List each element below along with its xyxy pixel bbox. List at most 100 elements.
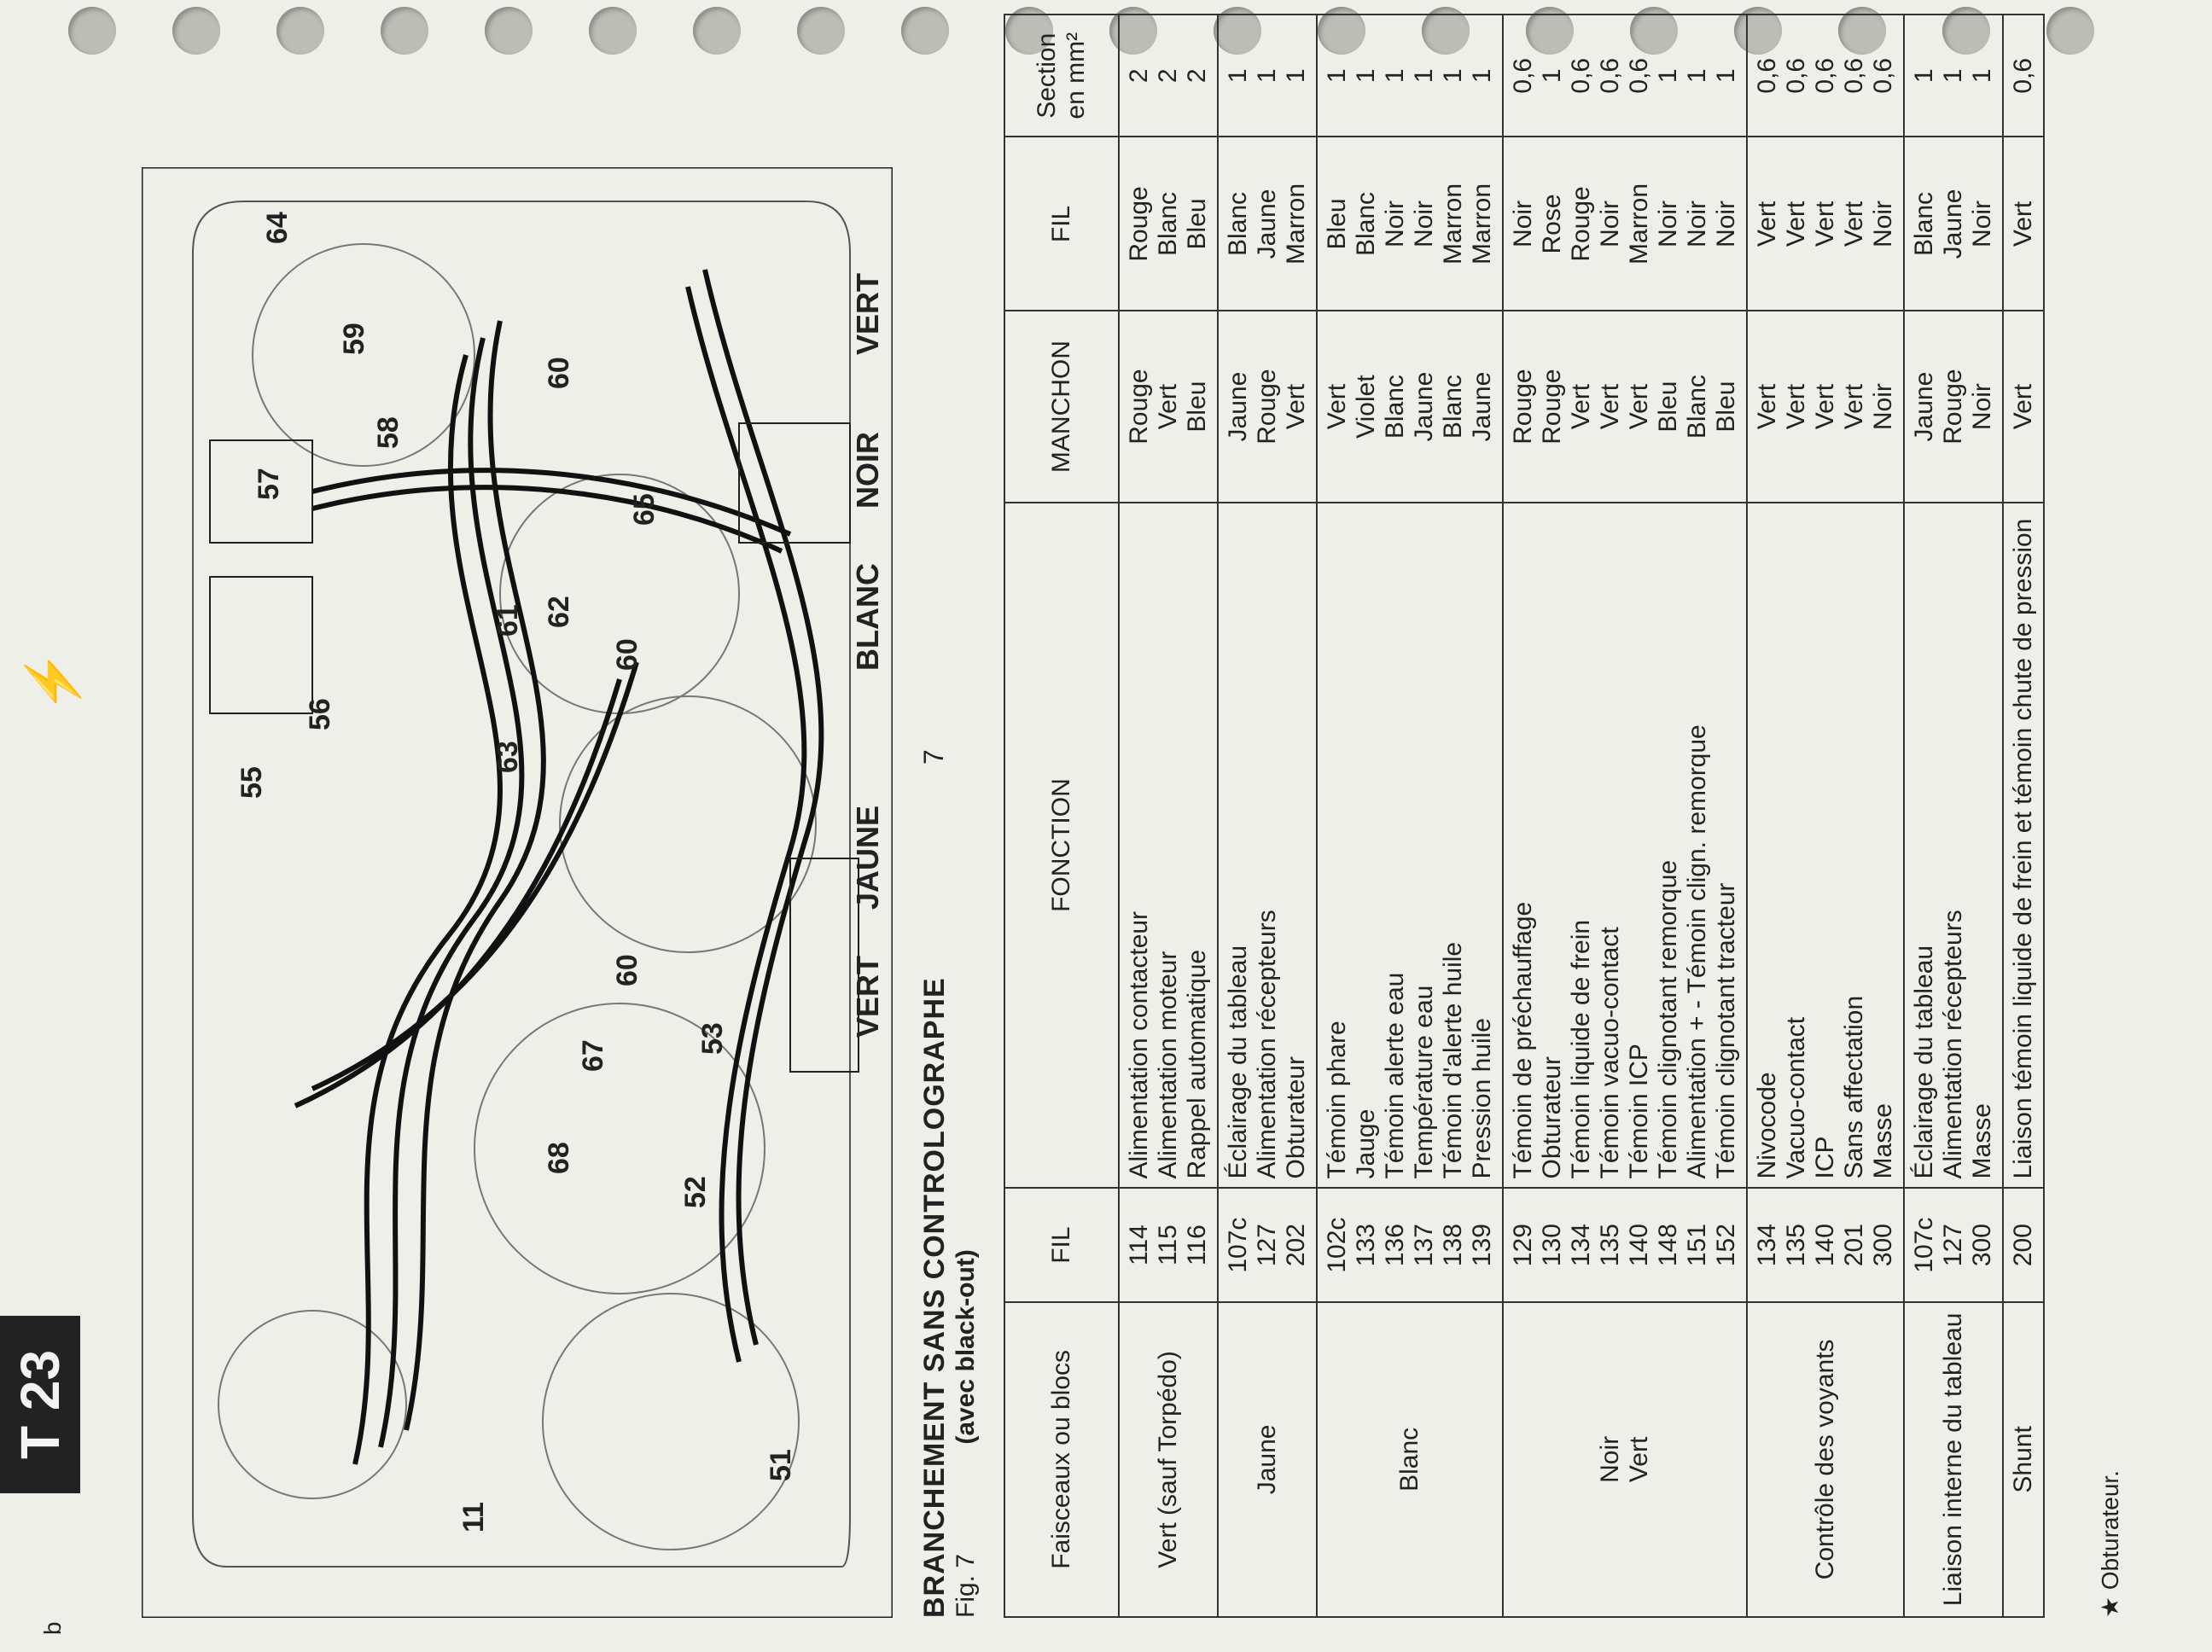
wire-color-cell-line: Bleu — [1323, 198, 1351, 250]
component-number: 52 — [679, 1176, 712, 1208]
wire-cell-line: 129 — [1509, 1224, 1537, 1267]
wire-cell-line: 152 — [1712, 1224, 1740, 1267]
wire-cell-line: 136 — [1381, 1224, 1409, 1267]
wire-cell-line: 107c — [1224, 1217, 1252, 1273]
function-cell-line: Sans affectation — [1840, 995, 1868, 1179]
wire-color-cell-line: Marron — [1468, 183, 1496, 265]
function-cell-line: Témoin vacuo-contact — [1596, 927, 1624, 1179]
function-cell-line: Liaison témoin liquide de frein et témoi… — [2009, 518, 2037, 1179]
col-header-function: FONCTION — [1004, 502, 1119, 1189]
function-cell-line: Obturateur — [1538, 1056, 1566, 1179]
wire-color-cell-line: Jaune — [1939, 189, 1967, 259]
function-cell-line: Obturateur — [1282, 1056, 1310, 1179]
section-cell-line: 1 — [1323, 68, 1351, 84]
component-number: 51 — [765, 1449, 797, 1481]
bundle-cell-line: Vert (sauf Torpédo) — [1154, 1351, 1182, 1568]
wire-color-cell: Vert — [2003, 137, 2044, 311]
binder-hole — [589, 7, 637, 55]
function-cell-line: Masse — [1869, 1103, 1897, 1179]
wiring-diagram — [142, 167, 893, 1618]
section-cell-line: 1 — [1654, 68, 1682, 84]
page-number: 7 — [918, 749, 949, 765]
binder-hole — [172, 7, 220, 55]
section-cell-line: 1 — [1282, 68, 1310, 84]
bundle-cell-line: Liaison interne du tableau — [1939, 1312, 1967, 1607]
wire-color-cell-line: Noir — [1712, 200, 1740, 247]
sleeve-cell-line: Vert — [2009, 383, 2037, 430]
page-content: b ⚡ — [14, 0, 2198, 1652]
bundle-cell: Shunt — [2003, 1301, 2044, 1617]
col-header-wire: FIL — [1004, 1188, 1119, 1302]
wire-cell-line: 300 — [1869, 1224, 1897, 1267]
function-cell-line: Témoin de préchauffage — [1509, 901, 1537, 1179]
binder-hole — [1005, 7, 1053, 55]
binder-hole — [381, 7, 428, 55]
sleeve-cell-line: Blanc — [1439, 375, 1467, 439]
wire-color-cell-line: Blanc — [1154, 191, 1182, 256]
wire-cell-line: 133 — [1352, 1224, 1380, 1267]
component-number: 62 — [543, 596, 575, 628]
margin-letter: b — [39, 1621, 66, 1635]
function-cell-line: Éclairage du tableau — [1910, 945, 1938, 1179]
wire-color-cell-line: Rouge — [1567, 186, 1595, 262]
binder-hole — [485, 7, 533, 55]
sleeve-cell-line: Jaune — [1910, 371, 1938, 442]
sleeve-cell-line: Rouge — [1538, 369, 1566, 445]
wiring-table: Faisceaux ou blocs FIL FONCTION MANCHON … — [1004, 14, 2045, 1618]
col-header-section: Section en mm² — [1004, 15, 1119, 137]
section-cell-line: 0,6 — [1811, 57, 1839, 94]
function-cell-line: Alimentation contacteur — [1125, 910, 1153, 1179]
section-cell-line: 1 — [1968, 68, 1996, 84]
function-cell-line: Témoin liquide de frein — [1567, 919, 1595, 1179]
bundle-label-vert-2: VERT — [850, 272, 885, 355]
component-number: 58 — [372, 416, 405, 449]
wire-color-cell-line: Jaune — [1253, 189, 1281, 259]
bundle-label-blanc: BLANC — [850, 563, 885, 671]
component-number: 67 — [577, 1039, 609, 1072]
function-cell-line: Jauge — [1352, 1108, 1380, 1179]
component-number: 65 — [628, 493, 661, 526]
binder-hole — [1214, 7, 1261, 55]
binder-hole — [1109, 7, 1157, 55]
bundle-cell: Liaison interne du tableau — [1904, 1301, 2003, 1617]
bundle-cell-line: Jaune — [1253, 1424, 1281, 1495]
binder-hole — [797, 7, 845, 55]
figure-label: Fig. 7 — [952, 1553, 980, 1618]
wire-color-cell-line: Vert — [1811, 201, 1839, 247]
section-cell-line: 1 — [1439, 68, 1467, 84]
wire-cell-line: 300 — [1968, 1224, 1996, 1267]
component-number: 60 — [611, 954, 643, 986]
footnote: ★ Obturateur. — [2097, 1470, 2123, 1618]
function-cell-line: Vacuo-contact — [1782, 1016, 1810, 1179]
binder-hole — [68, 7, 116, 55]
wire-cell-line: 116 — [1183, 1224, 1211, 1266]
section-cell-line: 0,6 — [1567, 57, 1595, 94]
wire-cell-line: 140 — [1811, 1224, 1839, 1267]
section-cell-line: 1 — [1352, 68, 1380, 84]
sleeve-cell: Vert — [2003, 311, 2044, 503]
component-number: 68 — [543, 1142, 575, 1174]
section-cell: 0,6 — [2003, 15, 2044, 137]
bundle-cell-line: Vert — [1625, 1436, 1653, 1483]
wire-color-cell-line: Noir — [1509, 200, 1537, 247]
bundle-cell-line: Blanc — [1395, 1427, 1423, 1492]
bundle-cell-line: Contrôle des voyants — [1811, 1339, 1839, 1580]
section-cell-line: 1 — [1939, 68, 1967, 84]
bundle-cell: Contrôle des voyants — [1747, 1301, 1904, 1617]
wire-color-cell-line: Noir — [1654, 200, 1682, 247]
